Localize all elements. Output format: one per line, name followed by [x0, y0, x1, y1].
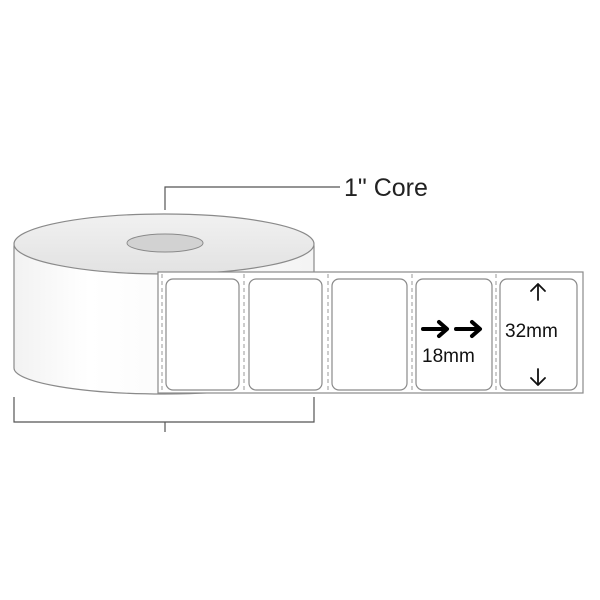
core-label: 1" Core — [344, 174, 428, 202]
label-5 — [499, 278, 578, 391]
width-arrow-icon — [421, 320, 482, 338]
core-leader-line — [164, 186, 340, 210]
height-arrow-up-icon — [530, 283, 546, 301]
label-1 — [165, 278, 240, 391]
label-3 — [331, 278, 408, 391]
label-4 — [415, 278, 493, 391]
perforation-lines — [161, 274, 497, 392]
core-hole — [126, 233, 204, 253]
bottom-bracket-line — [13, 397, 315, 423]
height-label: 32mm — [505, 321, 558, 342]
label-2 — [248, 278, 323, 391]
height-arrow-down-icon — [530, 368, 546, 386]
width-label: 18mm — [422, 346, 475, 367]
labels — [165, 278, 578, 391]
